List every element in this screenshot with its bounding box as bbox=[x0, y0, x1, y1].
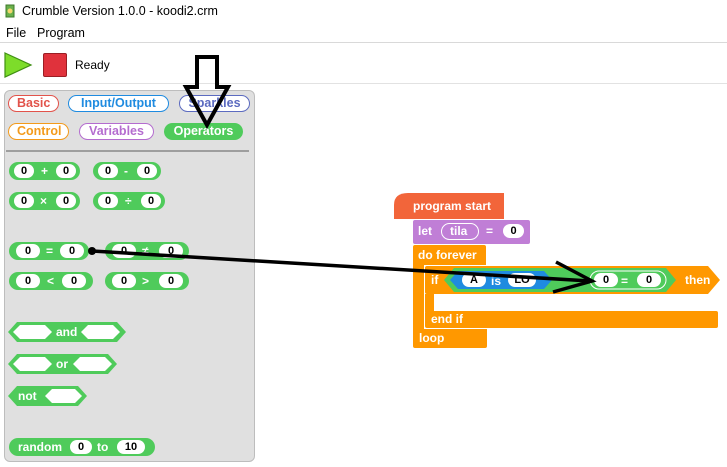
or-block[interactable] bbox=[8, 354, 117, 374]
and-block[interactable] bbox=[8, 322, 126, 342]
end-if-block[interactable] bbox=[425, 311, 718, 328]
greater-than-operator: > bbox=[142, 274, 150, 288]
tab-input-output[interactable]: Input/Output bbox=[68, 95, 169, 112]
compare-operator: = bbox=[621, 274, 629, 288]
tab-operators[interactable]: Operators bbox=[164, 123, 243, 140]
not-label: not bbox=[18, 389, 37, 403]
menu-file[interactable]: File bbox=[6, 26, 27, 40]
app-icon bbox=[5, 4, 15, 18]
multiply-right-slot[interactable]: 0 bbox=[56, 194, 76, 208]
do-forever-label: do forever bbox=[418, 248, 477, 262]
divide-operator: ÷ bbox=[125, 194, 132, 208]
tab-sparkles[interactable]: Sparkles bbox=[179, 95, 250, 112]
if-then-tail bbox=[676, 266, 720, 294]
multiply-operator: × bbox=[40, 194, 48, 208]
minus-right-slot[interactable]: 0 bbox=[137, 164, 157, 178]
stop-button[interactable] bbox=[43, 53, 67, 77]
less-than-operator: < bbox=[47, 274, 55, 288]
variable-pill[interactable] bbox=[441, 223, 479, 240]
tab-variables[interactable]: Variables bbox=[79, 123, 154, 140]
divide-left-slot[interactable]: 0 bbox=[98, 194, 118, 208]
state-slot[interactable]: LO bbox=[508, 273, 536, 287]
menu-bar bbox=[0, 24, 727, 43]
compare-left-slot[interactable]: 0 bbox=[594, 273, 618, 287]
let-equals: = bbox=[486, 224, 494, 238]
random-to-slot[interactable]: 10 bbox=[117, 440, 145, 454]
greater-than-right-slot[interactable]: 0 bbox=[159, 274, 183, 288]
then-keyword: then bbox=[685, 273, 711, 287]
random-label: random bbox=[18, 440, 63, 454]
status-text: Ready bbox=[75, 58, 110, 72]
loop-block[interactable] bbox=[413, 329, 487, 348]
less-than-left-slot[interactable]: 0 bbox=[16, 274, 40, 288]
plus-left-slot[interactable]: 0 bbox=[14, 164, 34, 178]
is-keyword: is bbox=[491, 274, 502, 288]
minus-operator: - bbox=[124, 164, 128, 178]
pin-slot[interactable]: A bbox=[462, 273, 486, 287]
if-side-bar bbox=[425, 294, 434, 312]
plus-right-slot[interactable]: 0 bbox=[56, 164, 76, 178]
minus-left-slot[interactable]: 0 bbox=[98, 164, 118, 178]
title-bar bbox=[0, 0, 727, 24]
not-equal-operator: ≠ bbox=[142, 244, 149, 258]
toolbar bbox=[0, 43, 727, 84]
play-button[interactable] bbox=[4, 52, 33, 78]
greater-than-left-slot[interactable]: 0 bbox=[112, 274, 136, 288]
empty-statement-slot[interactable] bbox=[436, 296, 450, 304]
tab-basic[interactable]: Basic bbox=[8, 95, 59, 112]
end-if-label: end if bbox=[431, 312, 463, 326]
equals-right-slot[interactable]: 0 bbox=[60, 244, 84, 258]
not-equal-left-slot[interactable]: 0 bbox=[112, 244, 136, 258]
palette-divider bbox=[6, 150, 249, 152]
not-equal-right-slot[interactable]: 0 bbox=[159, 244, 183, 258]
tab-control[interactable]: Control bbox=[8, 123, 69, 140]
plus-operator: + bbox=[41, 164, 49, 178]
menu-program[interactable]: Program bbox=[37, 26, 85, 40]
not-block[interactable] bbox=[8, 386, 87, 406]
let-value-slot[interactable]: 0 bbox=[503, 224, 524, 238]
divide-right-slot[interactable]: 0 bbox=[141, 194, 161, 208]
loop-label: loop bbox=[419, 331, 445, 345]
window-title: Crumble Version 1.0.0 - koodi2.crm bbox=[22, 4, 218, 18]
or-label: or bbox=[56, 357, 68, 371]
and-label: and bbox=[56, 325, 78, 339]
random-to-label: to bbox=[97, 440, 109, 454]
forever-side-bar bbox=[413, 265, 424, 329]
program-start-label: program start bbox=[413, 199, 492, 213]
less-than-right-slot[interactable]: 0 bbox=[62, 274, 86, 288]
multiply-left-slot[interactable]: 0 bbox=[14, 194, 34, 208]
compare-right-slot[interactable]: 0 bbox=[637, 273, 661, 287]
equals-left-slot[interactable]: 0 bbox=[16, 244, 40, 258]
equals-operator: = bbox=[46, 244, 54, 258]
if-keyword: if bbox=[431, 273, 439, 287]
let-keyword: let bbox=[418, 224, 433, 238]
variable-name: tila bbox=[450, 224, 468, 238]
random-from-slot[interactable]: 0 bbox=[70, 440, 92, 454]
program-start-block[interactable] bbox=[394, 193, 504, 219]
